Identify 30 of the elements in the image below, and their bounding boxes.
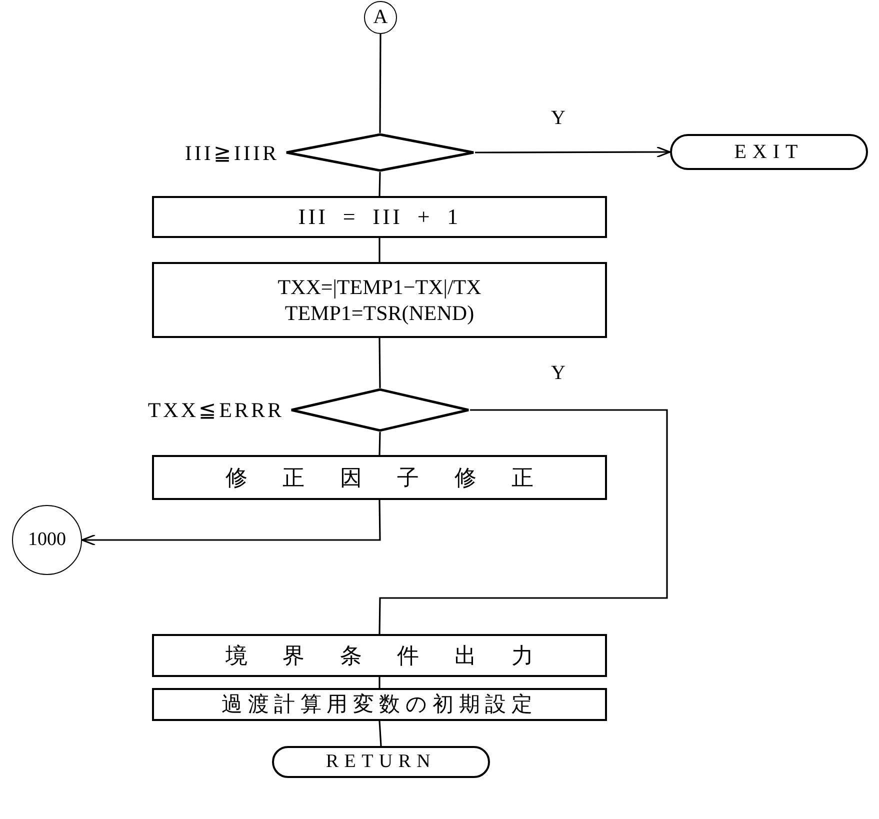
node-text: 境界条件出力	[224, 642, 569, 670]
terminal-box	[670, 134, 868, 170]
decision-diamond	[290, 388, 470, 432]
node-text: 修正因子修正	[224, 464, 569, 492]
terminal-box	[272, 746, 490, 778]
connector-line	[379, 34, 382, 133]
connector-line	[378, 720, 382, 746]
connector-line	[378, 338, 381, 388]
condition-label: TXX≦ERRR	[148, 400, 284, 421]
process-box	[152, 634, 607, 677]
node-text: A	[373, 5, 388, 30]
connector-line	[378, 409, 668, 634]
connector-line	[378, 432, 381, 456]
node-text: EXIT	[734, 140, 804, 164]
process-box	[152, 196, 607, 238]
process-box	[152, 688, 607, 721]
decision-diamond	[285, 133, 475, 172]
node-text: 過渡計算用変数の初期設定	[222, 691, 538, 718]
process-box	[152, 455, 607, 500]
process-box	[152, 262, 607, 338]
arrow	[81, 500, 381, 546]
condition-label: III≧IIIR	[184, 143, 279, 164]
arrow	[475, 146, 671, 158]
node-text: III = III + 1	[298, 203, 461, 231]
connector-line	[378, 172, 381, 196]
connector-line	[378, 677, 380, 688]
node-text: TXX=|TEMP1−TX|/TX TEMP1=TSR(NEND)	[276, 274, 482, 326]
node-text: 1000	[28, 528, 66, 552]
node-text: RETURN	[326, 750, 436, 774]
connector-line	[378, 238, 380, 262]
